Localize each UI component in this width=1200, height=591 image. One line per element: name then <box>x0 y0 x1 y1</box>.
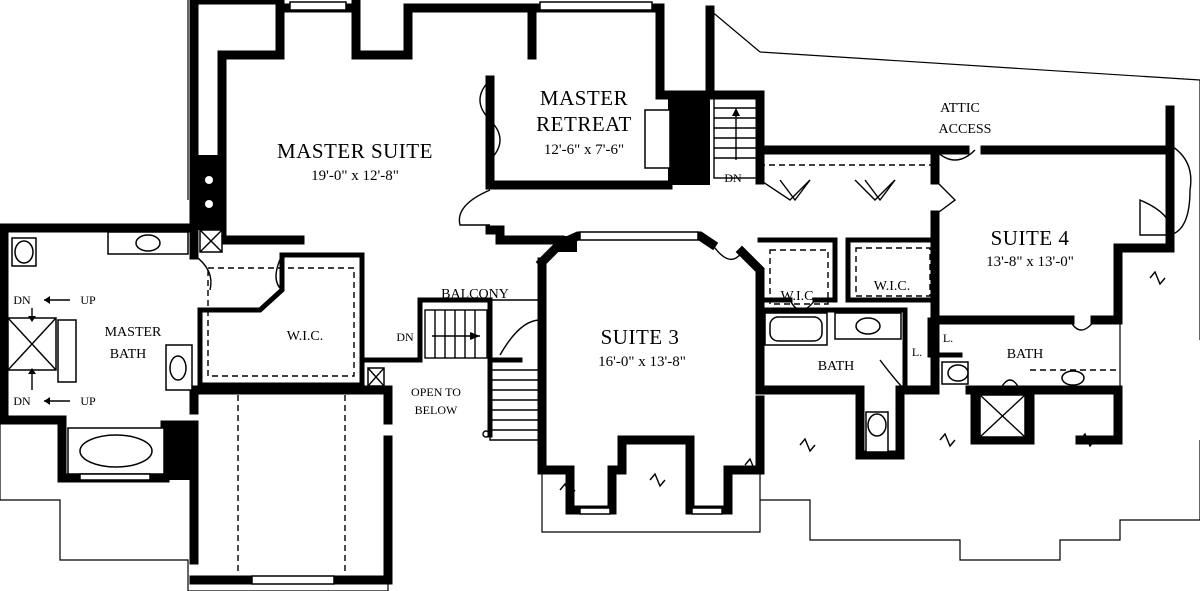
room-labels: MASTER SUITE 19'-0" x 12'-8" MASTER RETR… <box>105 86 1074 374</box>
linen-label-1: L. <box>912 345 922 359</box>
bath-up-top: UP <box>80 293 96 307</box>
attic-access-line1: ATTIC <box>940 101 980 116</box>
windows <box>79 1 723 585</box>
retreat-stair <box>713 97 759 179</box>
direction-arrows <box>28 296 70 405</box>
bath-dn-bottom: DN <box>13 394 31 408</box>
doors <box>193 79 1192 391</box>
master-retreat-name-2: RETREAT <box>536 112 632 136</box>
linen-label-2: L. <box>943 331 953 345</box>
open-to-below-line1: OPEN TO <box>411 385 461 399</box>
wic-center-label: W.I.C <box>781 289 814 304</box>
suite3-size: 16'-0" x 13'-8" <box>598 354 686 370</box>
open-to-below-line2: BELOW <box>415 403 458 417</box>
suite4-name: SUITE 4 <box>991 226 1070 250</box>
master-bath-line1: MASTER <box>105 325 162 340</box>
stair-dn-main: DN <box>396 330 414 344</box>
solid-blocks <box>165 95 710 480</box>
bath-dn-top: DN <box>13 293 31 307</box>
master-suite-size: 19'-0" x 12'-8" <box>311 168 399 184</box>
master-bath-line2: BATH <box>110 347 147 362</box>
attic-access-line2: ACCESS <box>939 122 992 137</box>
suite3-name: SUITE 3 <box>601 325 680 349</box>
suite4-size: 13'-8" x 13'-0" <box>986 254 1074 270</box>
annotation-labels: BALCONY OPEN TO BELOW ATTIC ACCESS DN DN… <box>13 101 991 417</box>
stair-dn-retreat: DN <box>724 171 742 185</box>
wic-right-label: W.I.C. <box>874 279 910 294</box>
bath-right-label: BATH <box>1007 347 1044 362</box>
fixtures <box>7 109 1085 475</box>
master-retreat-size: 12'-6" x 7'-6" <box>544 142 624 158</box>
dashed-lines <box>207 149 1118 575</box>
stairs <box>424 97 759 441</box>
master-suite-name: MASTER SUITE <box>277 139 433 163</box>
roof-break-marks <box>559 270 1166 498</box>
bath-up-bottom: UP <box>80 394 96 408</box>
master-retreat-name-1: MASTER <box>540 86 628 110</box>
wic-master-label: W.I.C. <box>287 329 323 344</box>
balcony-label: BALCONY <box>441 287 509 302</box>
bath-center-label: BATH <box>818 359 855 374</box>
main-stair <box>424 299 541 441</box>
